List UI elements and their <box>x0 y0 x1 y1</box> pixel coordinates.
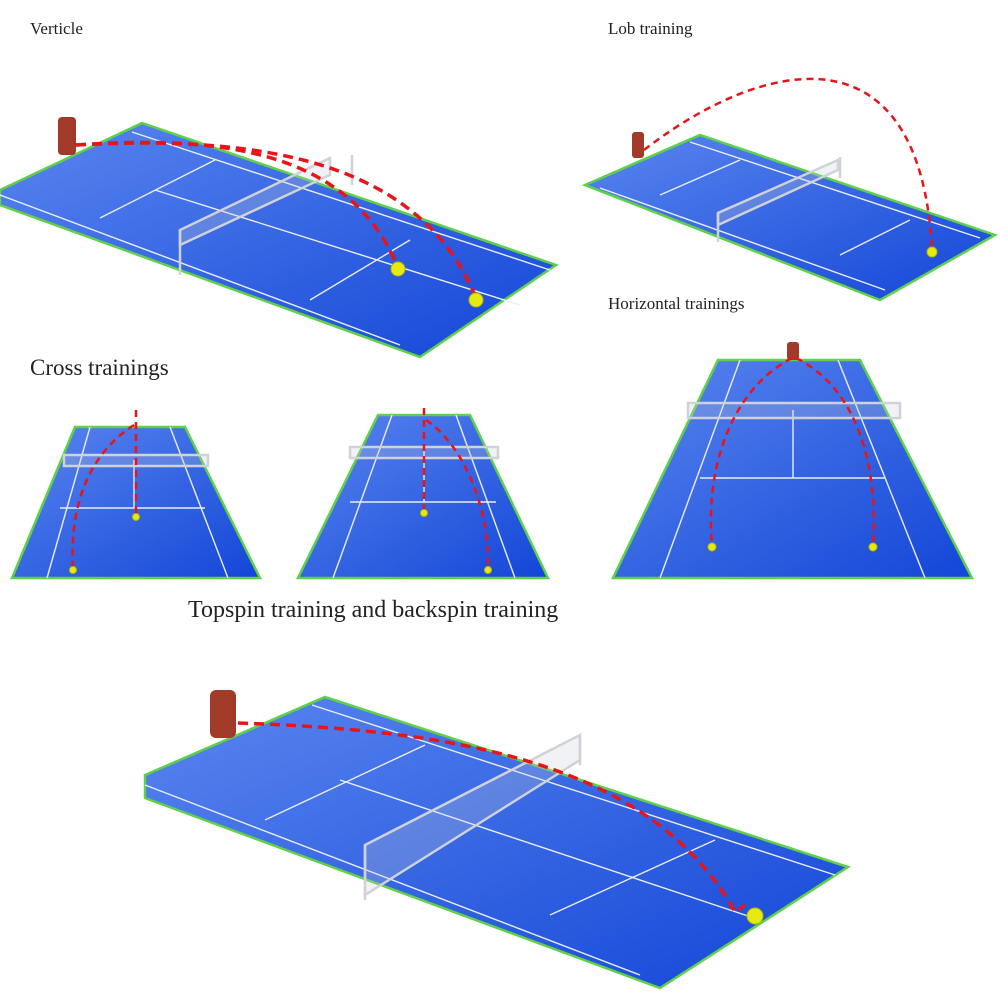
ball-machine <box>210 690 236 738</box>
spin-label: Topspin training and backspin training <box>188 597 559 623</box>
cross-court-2 <box>295 408 550 580</box>
ball <box>390 261 406 277</box>
ball <box>468 292 484 308</box>
ball-machine <box>58 117 76 155</box>
ball-machine <box>632 132 644 158</box>
horizontal-court <box>611 342 975 580</box>
lob-label: Lob training <box>608 19 693 38</box>
spin-court <box>143 690 851 990</box>
ball-machine <box>787 342 799 360</box>
lob-court <box>581 77 999 302</box>
horizontal-label: Horizontal trainings <box>608 294 745 313</box>
cross-court-1 <box>10 410 263 580</box>
vertical-court <box>0 117 559 359</box>
vertical-label: Verticle <box>30 19 83 38</box>
cross-label: Cross trainings <box>30 355 169 380</box>
ball <box>746 907 764 925</box>
ball <box>926 246 938 258</box>
